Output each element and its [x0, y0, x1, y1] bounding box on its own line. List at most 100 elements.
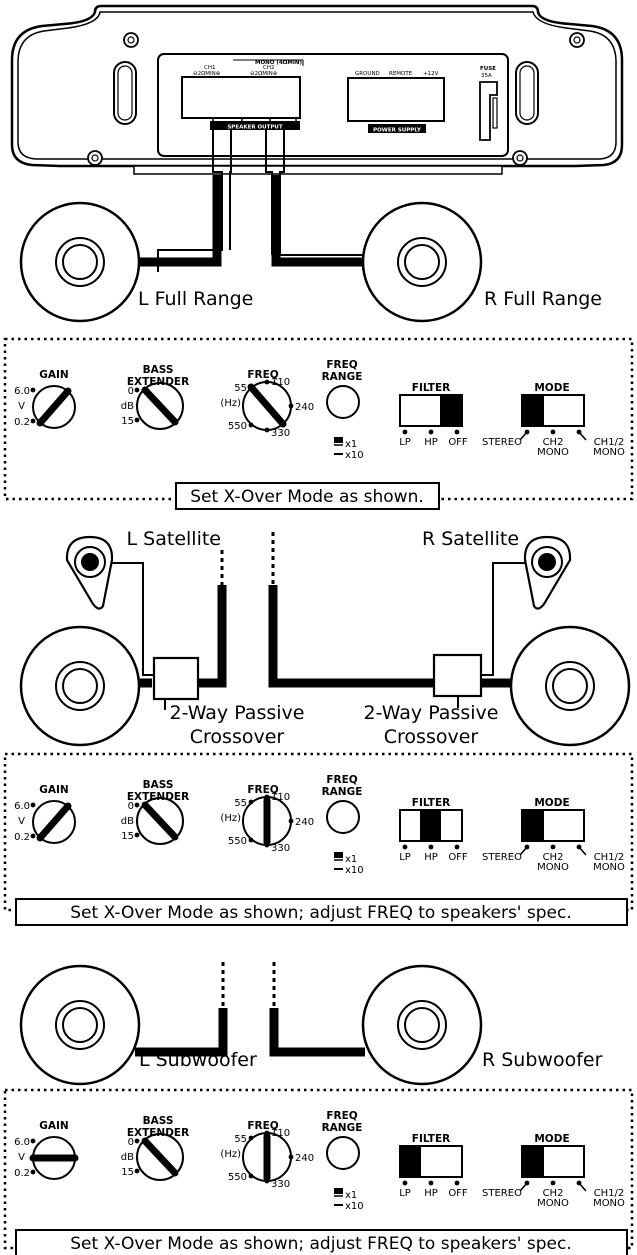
mode-ch12-label: CH1/2 [594, 437, 625, 448]
mode-ch12-label: CH1/2 [594, 852, 625, 863]
control-labels-1: GAIN6.0V0.2BASSEXTENDER0dB15FREQ55(Hz)55… [14, 359, 625, 461]
caption-3: Set X-Over Mode as shown; adjust FREQ to… [70, 1234, 571, 1254]
left-crossover-box [152, 656, 200, 701]
freq-240-label: 240 [295, 402, 314, 413]
freq-550-label: 550 [228, 1172, 247, 1183]
mode-stereo-label: STEREO [482, 437, 522, 448]
filter-heading: FILTER [412, 382, 450, 394]
range-x1-label: x1 [345, 1190, 357, 1201]
section-satellite: L Satellite R Satellite 2-Way Passive Cr… [19, 528, 631, 748]
mode-ch2-label: CH2 [543, 437, 564, 448]
mode-mono-label: MONO [537, 1198, 569, 1209]
right-subwoofer-label: R Subwoofer [482, 1049, 603, 1071]
plus12v-label: +12V [423, 71, 439, 77]
mode-slider-stereo[interactable] [522, 810, 544, 841]
control-panel-2 [3, 752, 634, 912]
speaker-output-label: SPEAKER OUTPUT [227, 125, 283, 131]
left-full-range-label: L Full Range [138, 288, 253, 310]
bass-heading-2: EXTENDER [127, 791, 189, 803]
freq-55-label: 55 [234, 798, 247, 809]
control-panel-3 [3, 1088, 634, 1250]
bass-0-label: 0 [128, 386, 134, 397]
left-crossover-label-2: Crossover [190, 726, 285, 748]
caption-2: Set X-Over Mode as shown; adjust FREQ to… [70, 903, 571, 923]
mode-ch2-label: CH2 [543, 852, 564, 863]
range-heading-2: RANGE [322, 371, 363, 383]
freq-550-label: 550 [228, 421, 247, 432]
filter-slider-lp[interactable] [400, 1146, 421, 1177]
range-x10-label: x10 [345, 1201, 364, 1212]
left-full-range-speaker [19, 201, 141, 323]
ground-label: GROUND [355, 71, 380, 77]
gain-low-label: 0.2 [14, 832, 30, 843]
control-labels-3: GAIN6.0V0.2BASSEXTENDER0dB15FREQ55(Hz)55… [14, 1110, 625, 1212]
fuse-rating: 35A [481, 73, 492, 79]
freq-heading: FREQ [247, 369, 278, 381]
filter-off-label: OFF [448, 852, 468, 863]
freq-heading: FREQ [247, 1120, 278, 1132]
range-x1-label: x1 [345, 439, 357, 450]
gain-low-label: 0.2 [14, 417, 30, 428]
filter-slider-hp[interactable] [420, 810, 441, 841]
gain-high-label: 6.0 [14, 386, 30, 397]
freq-hz-label: (Hz) [220, 1149, 241, 1160]
freq-55-label: 55 [234, 1134, 247, 1145]
bass-15-label: 15 [121, 1167, 134, 1178]
left-subwoofer-label: L Subwoofer [139, 1049, 257, 1071]
remote-label: REMOTE [389, 71, 413, 77]
left-crossover-label-1: 2-Way Passive [170, 702, 305, 724]
mode-stereo-label: STEREO [482, 1188, 522, 1199]
gain-low-label: 0.2 [14, 1168, 30, 1179]
range-heading-1: FREQ [326, 359, 357, 371]
right-subwoofer [361, 964, 483, 1086]
mode-mono2-label: MONO [593, 447, 625, 458]
freq-heading: FREQ [247, 784, 278, 796]
bass-heading-2: EXTENDER [127, 1127, 189, 1139]
mode-mono-label: MONO [537, 862, 569, 873]
bass-heading-1: BASS [143, 779, 174, 791]
filter-heading: FILTER [412, 797, 450, 809]
freq-hz-label: (Hz) [220, 398, 241, 409]
right-woofer [509, 625, 631, 747]
freq-110-label: 110 [271, 377, 290, 388]
range-heading-1: FREQ [326, 1110, 357, 1122]
range-heading-2: RANGE [322, 786, 363, 798]
bass-db-label: dB [121, 1152, 134, 1163]
bass-db-label: dB [121, 401, 134, 412]
right-crossover-box [432, 653, 483, 698]
filter-slider-off[interactable] [440, 395, 462, 426]
mode-stereo-label: STEREO [482, 852, 522, 863]
section-subwoofer: L Subwoofer R Subwoofer [19, 962, 603, 1086]
right-full-range-label: R Full Range [484, 288, 602, 310]
gain-heading: GAIN [39, 369, 68, 381]
freq-110-label: 110 [271, 1128, 290, 1139]
bass-0-label: 0 [128, 1137, 134, 1148]
section-full-range: L Full Range R Full Range [19, 130, 602, 323]
filter-hp-label: HP [424, 852, 438, 863]
bass-heading-1: BASS [143, 364, 174, 376]
bass-15-label: 15 [121, 831, 134, 842]
mode-heading: MODE [534, 1133, 569, 1145]
bass-heading-2: EXTENDER [127, 376, 189, 388]
ch1-polarity: ⊖2ΩMIN⊕ [193, 71, 220, 77]
power-supply-label: POWER SUPPLY [373, 128, 422, 134]
left-woofer [19, 625, 141, 747]
freq-330-label: 330 [271, 1179, 290, 1190]
mode-slider-stereo[interactable] [522, 1146, 544, 1177]
amplifier: SPEAKER OUTPUT MONO (4ΩMIN) CH1 ⊖2ΩMIN⊕ … [10, 4, 624, 175]
mode-slider-stereo[interactable] [522, 395, 544, 426]
gain-heading: GAIN [39, 784, 68, 796]
mode-ch12-label: CH1/2 [594, 1188, 625, 1199]
ch2-polarity: ⊖2ΩMIN⊕ [250, 71, 277, 77]
mode-heading: MODE [534, 797, 569, 809]
right-satellite-label: R Satellite [422, 528, 519, 550]
mode-mono2-label: MONO [593, 862, 625, 873]
filter-lp-label: LP [399, 852, 411, 863]
filter-off-label: OFF [448, 437, 468, 448]
range-x10-label: x10 [345, 450, 364, 461]
freq-hz-label: (Hz) [220, 813, 241, 824]
gain-heading: GAIN [39, 1120, 68, 1132]
freq-330-label: 330 [271, 843, 290, 854]
ch1-label: CH1 [204, 65, 215, 71]
